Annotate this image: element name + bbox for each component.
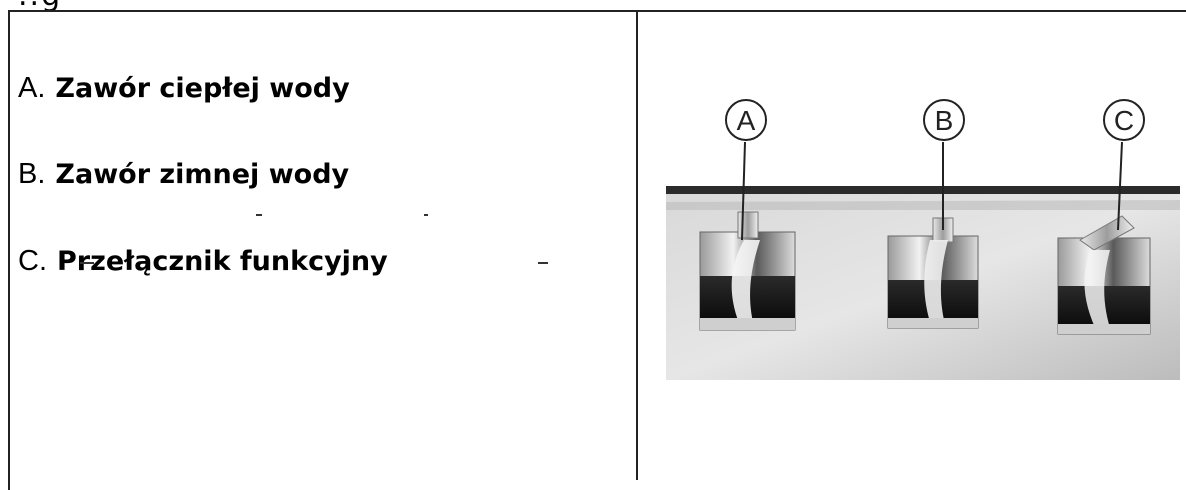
callout-c: C bbox=[1103, 99, 1145, 141]
scan-dash bbox=[80, 262, 94, 264]
legend-text: Zawór zimnej wody bbox=[55, 159, 350, 190]
scan-dash bbox=[256, 214, 262, 216]
valve-c bbox=[1057, 215, 1151, 335]
legend-table bbox=[8, 10, 1186, 490]
callout-label: A bbox=[737, 105, 756, 136]
valve-a bbox=[699, 211, 796, 331]
page-heading-fragment: ..g bbox=[18, 0, 62, 13]
legend-item-c: C. Przełącznik funkcyjny bbox=[18, 245, 388, 278]
table-divider bbox=[636, 10, 638, 480]
callout-label: B bbox=[935, 105, 954, 136]
valve-photo: A B C bbox=[660, 90, 1180, 390]
scan-dash bbox=[538, 262, 548, 264]
callout-b: B bbox=[923, 99, 965, 141]
callout-label: C bbox=[1114, 105, 1134, 136]
legend-letter: B. bbox=[18, 158, 46, 190]
legend-item-b: B. Zawór zimnej wody bbox=[18, 158, 349, 191]
legend-text: Zawór ciepłej wody bbox=[55, 73, 350, 104]
legend-item-a: A. Zawór ciepłej wody bbox=[18, 72, 350, 105]
scan-dash bbox=[424, 214, 428, 216]
valve-b bbox=[887, 217, 979, 329]
legend-text: Przełącznik funkcyjny bbox=[57, 246, 388, 277]
callout-a: A bbox=[725, 99, 767, 141]
legend-letter: A. bbox=[18, 72, 46, 104]
legend-letter: C. bbox=[18, 245, 47, 277]
